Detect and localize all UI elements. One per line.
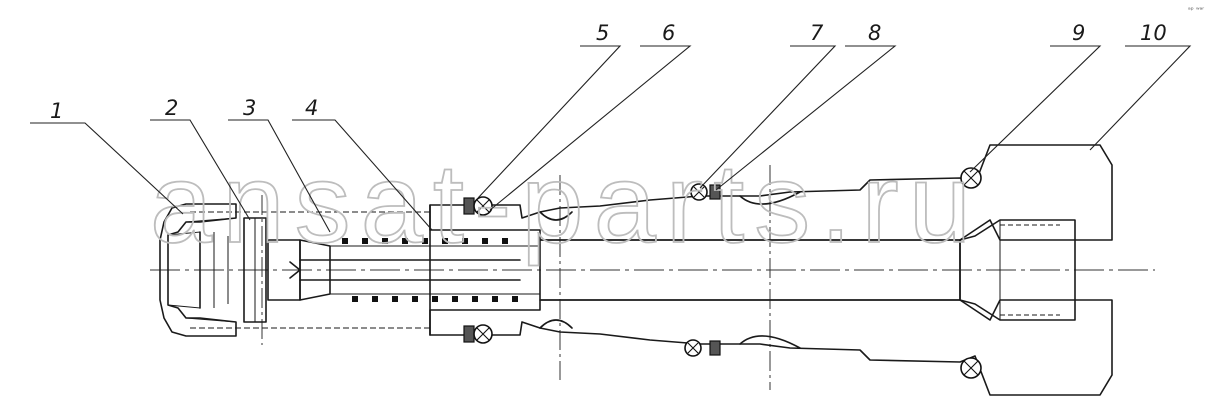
callout-3: 3 [243,96,256,120]
callout-4: 4 [305,96,318,120]
part-2-disk [243,217,267,323]
callout-2: 2 [165,96,178,120]
callout-6: 6 [662,21,675,45]
seals [463,167,982,379]
callout-9: 9 [1072,21,1085,45]
watermark: ansat-parts.ru [150,141,981,266]
part-1-end-cap [159,203,237,337]
part-4-spring [330,238,540,302]
centerlines [150,165,1155,390]
leader-lines [30,45,1192,233]
corner-mark: ᵃᵖ ʷᵃʳ [1188,6,1204,14]
valve-body [190,144,1113,396]
callout-1: 1 [50,99,63,123]
callout-7: 7 [810,21,824,45]
callout-5: 5 [596,21,609,45]
callout-8: 8 [868,21,881,45]
callout-10: 10 [1140,21,1167,45]
callouts: 1 2 3 4 5 6 7 8 9 10 [50,21,1167,123]
part-8-backup-ring [709,184,721,200]
